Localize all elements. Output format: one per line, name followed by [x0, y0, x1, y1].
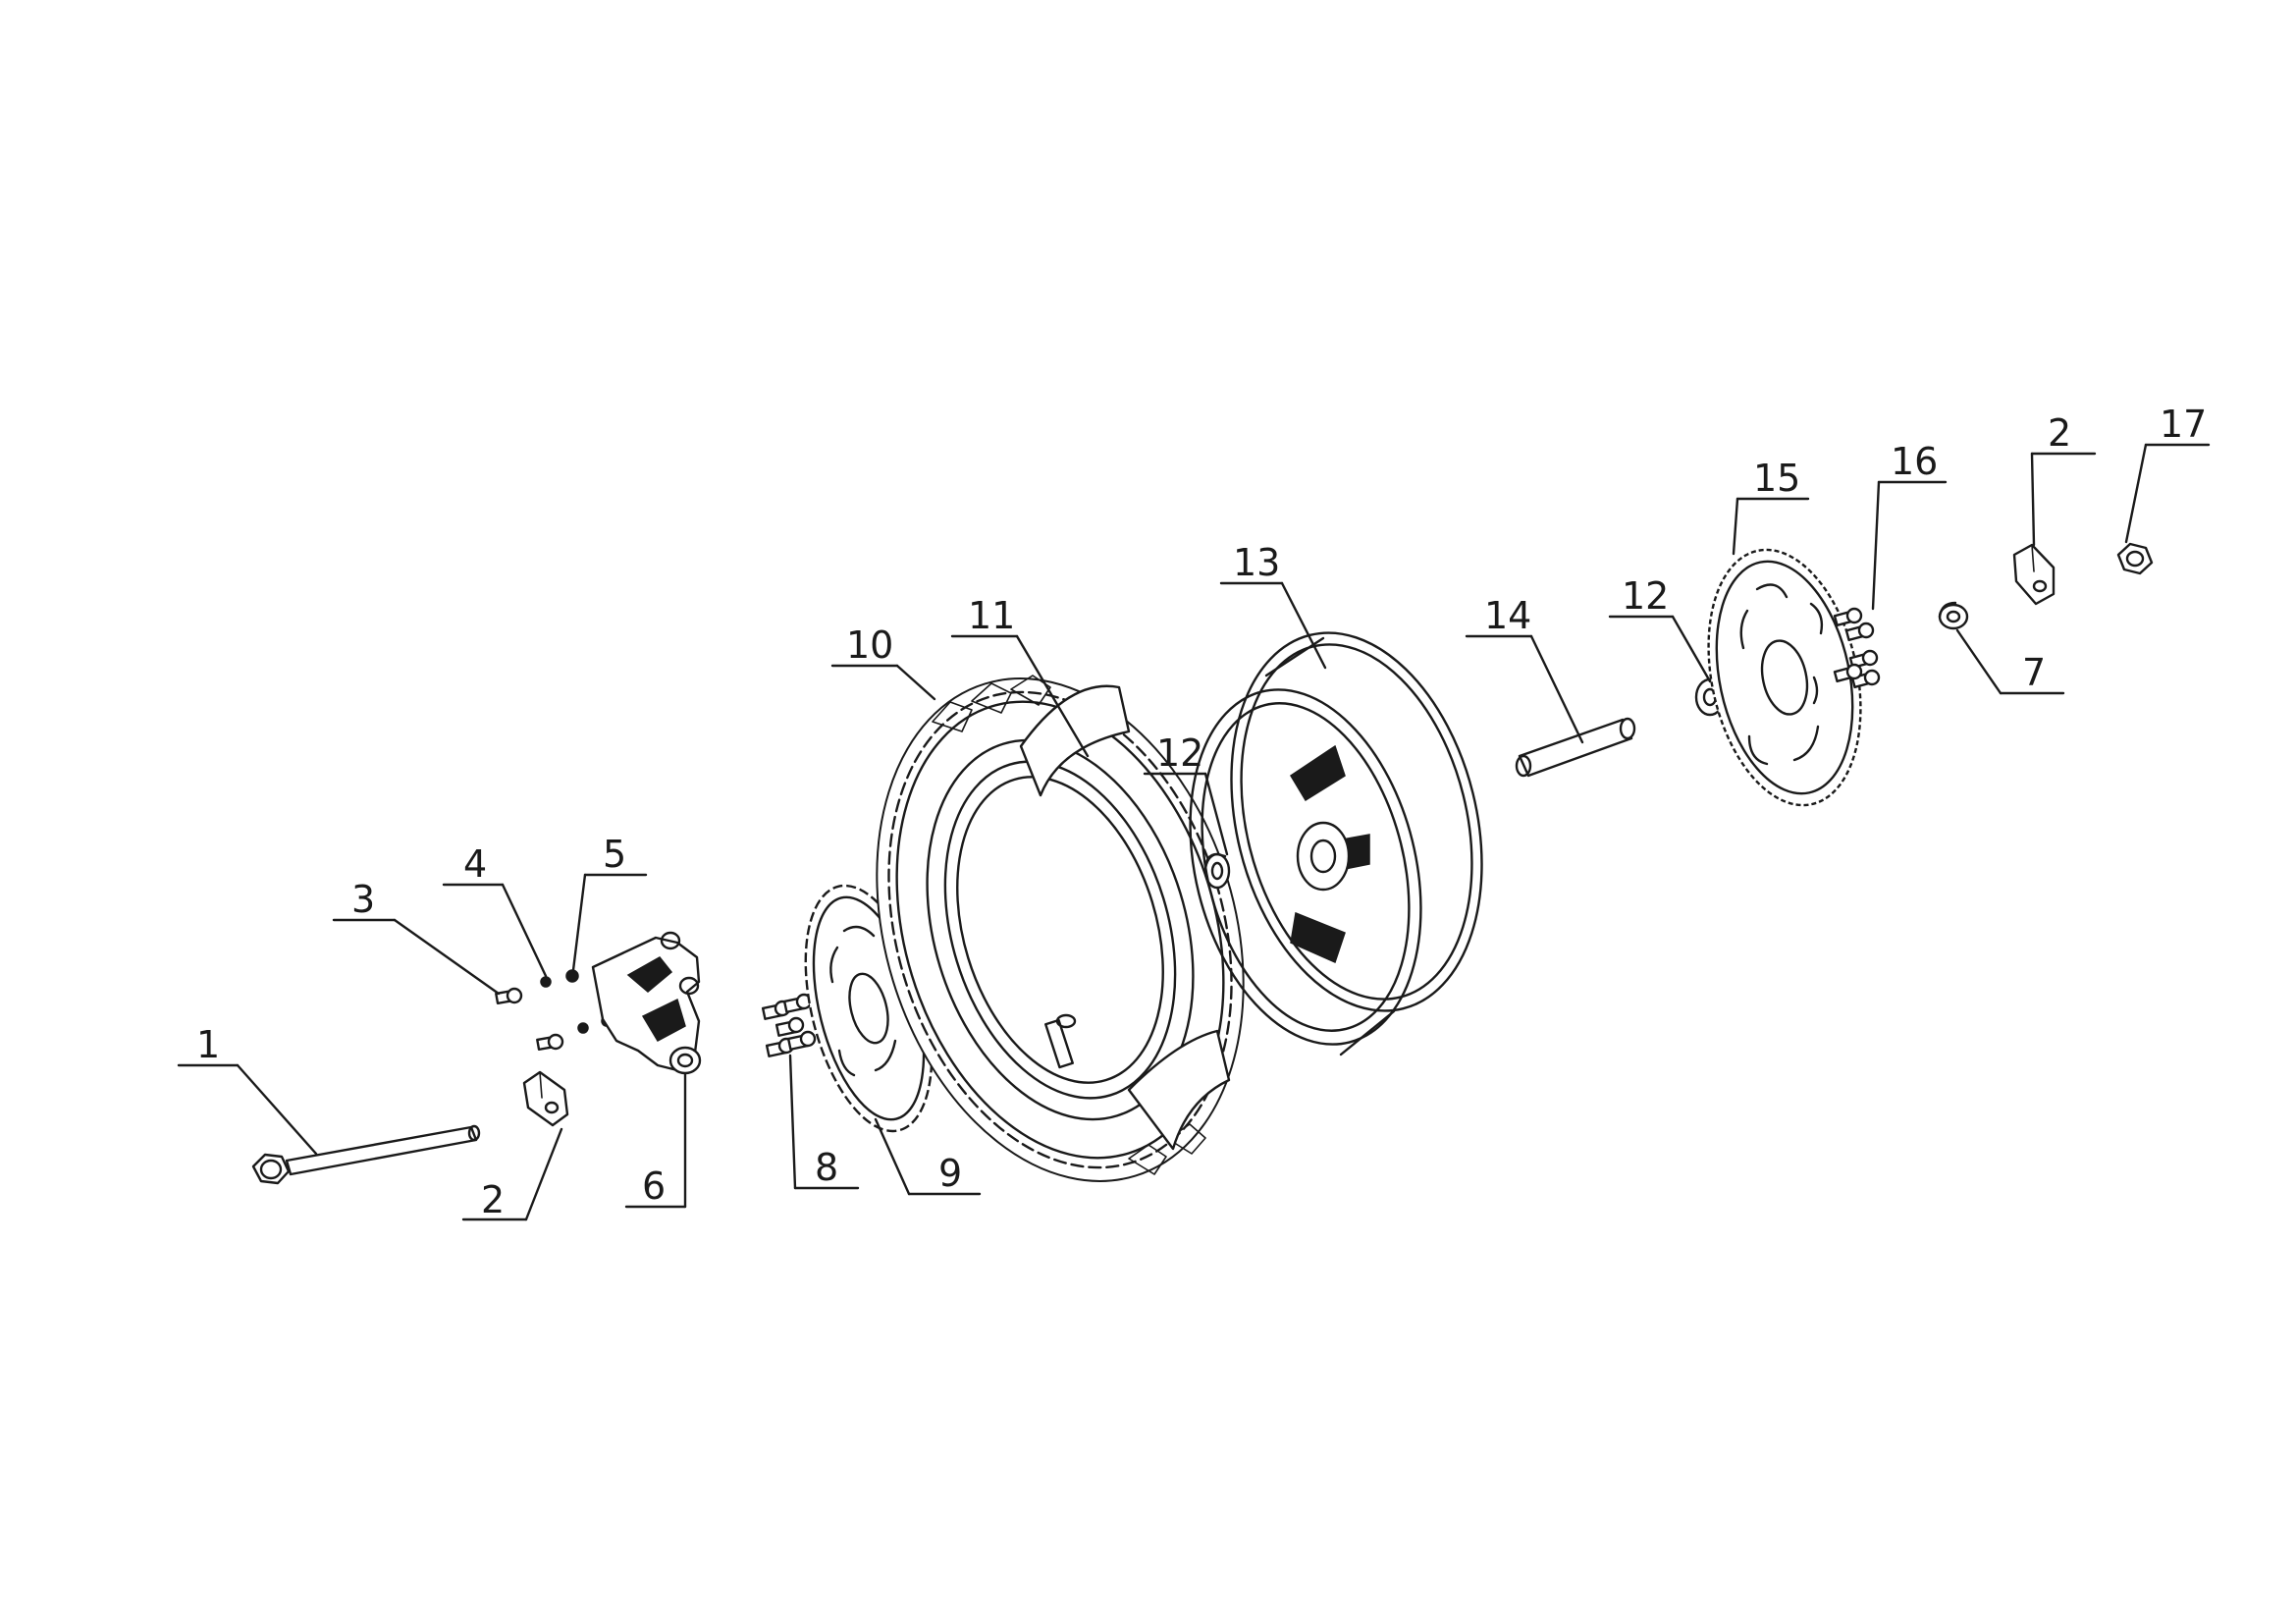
part-sprocket — [1707, 548, 1862, 807]
callout-7: 7 — [2022, 651, 2046, 694]
callout-9: 9 — [938, 1152, 962, 1195]
part-spacer-small — [1938, 601, 1969, 630]
callout-16: 16 — [1891, 440, 1938, 483]
part-rim — [1189, 631, 1483, 1056]
callout-4: 4 — [463, 842, 487, 886]
part-adjuster-plate-right — [2012, 543, 2056, 606]
callout-13: 13 — [1233, 541, 1280, 584]
leader-lines — [177, 443, 2211, 1221]
callout-12-right: 12 — [1622, 574, 1669, 618]
callout-8: 8 — [815, 1146, 838, 1189]
callout-labels: 1 2 3 4 5 6 2 8 9 10 11 12 13 14 12 15 1… — [196, 403, 2207, 1221]
part-small-bolts — [495, 969, 613, 1052]
part-nut — [2116, 542, 2154, 575]
part-disc-bolts — [761, 993, 817, 1057]
callout-10: 10 — [846, 623, 893, 667]
part-adjuster-plate-left — [522, 1070, 569, 1127]
callout-1: 1 — [196, 1023, 220, 1066]
part-sprocket-bolts — [1833, 607, 1881, 689]
callout-11: 11 — [968, 594, 1015, 637]
part-spacer-tube — [1515, 717, 1636, 778]
callout-17: 17 — [2160, 403, 2207, 446]
callout-2-right: 2 — [2048, 411, 2071, 455]
callout-2-left: 2 — [481, 1178, 505, 1221]
part-axle-bolt — [251, 1124, 481, 1185]
callout-6: 6 — [642, 1164, 666, 1208]
part-caliper-bracket — [591, 931, 702, 1075]
callout-14: 14 — [1484, 594, 1531, 637]
callout-5: 5 — [603, 833, 626, 876]
part-tyre — [876, 675, 1245, 1182]
callout-12-center: 12 — [1156, 731, 1203, 775]
callout-3: 3 — [351, 878, 375, 921]
callout-15: 15 — [1753, 457, 1800, 500]
